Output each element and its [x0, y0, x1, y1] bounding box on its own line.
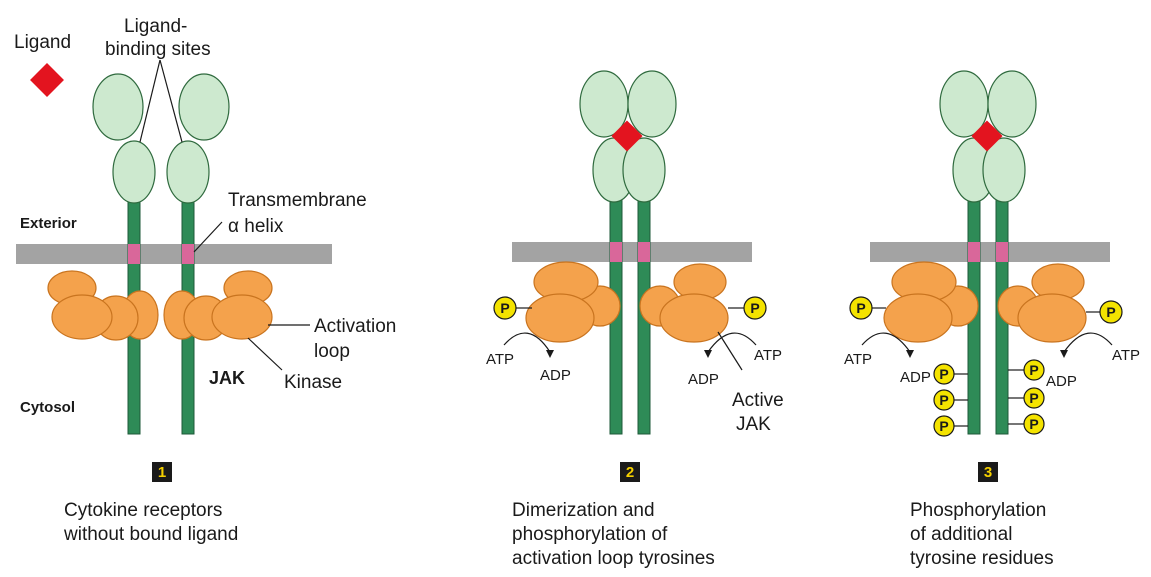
- caption-line: tyrosine residues: [910, 548, 1054, 569]
- adp-label: ADP: [900, 369, 931, 386]
- receptor-domain: [982, 137, 1026, 203]
- receptor-domain: [112, 140, 156, 204]
- caption-line: activation loop tyrosines: [512, 548, 715, 569]
- phosphate-group: [743, 296, 767, 320]
- phosphate-group: [1099, 300, 1123, 324]
- ligand-binding-domain: [627, 70, 677, 138]
- phosphate-label: P: [939, 392, 948, 408]
- cytosol-label: Cytosol: [20, 399, 75, 416]
- phosphate-group: [1023, 359, 1045, 381]
- phosphate-label: P: [939, 418, 948, 434]
- phosphate-label: P: [1029, 416, 1038, 432]
- phosphate-label: P: [750, 300, 759, 316]
- transmembrane-segment: [638, 242, 650, 262]
- atp-adp-arrow: [503, 332, 551, 353]
- jak-kinase: [47, 270, 159, 341]
- transmembrane-segment: [968, 242, 980, 262]
- caption-line: of additional: [910, 524, 1012, 545]
- panel-1: Ligand Ligand- binding sites Exterior Cy…: [14, 16, 396, 545]
- step-number: 2: [626, 464, 634, 481]
- phosphate-group: [493, 296, 517, 320]
- phosphate-group: [1023, 387, 1045, 409]
- caption-line: phosphorylation of: [512, 524, 668, 545]
- step-badge: [620, 462, 640, 482]
- jak-kinase: [997, 263, 1087, 343]
- jak-kinase: [163, 270, 273, 341]
- adp-label: ADP: [688, 371, 719, 388]
- caption-line: Dimerization and: [512, 500, 655, 521]
- transmembrane-segment: [182, 244, 194, 264]
- atp-label: ATP: [844, 351, 872, 368]
- phosphate-group: [933, 389, 955, 411]
- step-number: 1: [158, 464, 166, 481]
- adp-label: ADP: [1046, 373, 1077, 390]
- transmembrane-segment: [610, 242, 622, 262]
- ligand-label: Ligand: [14, 32, 71, 53]
- atp-adp-arrow: [861, 332, 911, 353]
- exterior-label: Exterior: [20, 215, 77, 232]
- activation-loop-label: loop: [314, 341, 350, 362]
- phosphate-group: [849, 296, 873, 320]
- phosphate-label: P: [856, 300, 865, 316]
- jak-kinase: [639, 263, 729, 343]
- binding-sites-label: binding sites: [105, 39, 211, 60]
- binding-sites-label: Ligand-: [124, 16, 187, 37]
- ligand-binding-domain: [178, 73, 230, 141]
- phosphate-label: P: [500, 300, 509, 316]
- step-badge: [978, 462, 998, 482]
- atp-adp-arrow: [707, 332, 757, 353]
- membrane: [870, 242, 1110, 262]
- phosphate-group: [933, 363, 955, 385]
- membrane: [512, 242, 752, 262]
- ligand-binding-domain: [987, 70, 1037, 138]
- receptor-domain: [622, 137, 666, 203]
- phosphate-label: P: [1029, 390, 1038, 406]
- caption-line: Cytokine receptors: [64, 500, 222, 521]
- phosphate-label: P: [939, 366, 948, 382]
- phosphate-group: [1023, 413, 1045, 435]
- atp-label: ATP: [754, 347, 782, 364]
- atp-label: ATP: [486, 351, 514, 368]
- phosphate-label: P: [1029, 362, 1038, 378]
- atp-adp-arrow: [1063, 332, 1113, 353]
- active-jak-label: Active: [732, 390, 784, 411]
- caption-line: Phosphorylation: [910, 500, 1046, 521]
- jak-kinase: [883, 261, 979, 343]
- transmembrane-segment: [996, 242, 1008, 262]
- panel-2: P P ATP ADP ADP ATP Active JAK 2 Dimeriz…: [486, 70, 784, 569]
- kinase-label: Kinase: [284, 372, 342, 393]
- transmembrane-label: Transmembrane: [228, 190, 367, 211]
- adp-label: ADP: [540, 367, 571, 384]
- activation-loop-label: Activation: [314, 316, 396, 337]
- phosphate-label: P: [1106, 304, 1115, 320]
- transmembrane-segment: [128, 244, 140, 264]
- panel-3: P P P P P P P P ATP ADP ADP ATP 3: [844, 70, 1140, 569]
- step-badge: [152, 462, 172, 482]
- receptor-domain: [166, 140, 210, 204]
- active-jak-label: JAK: [736, 414, 771, 435]
- step-number: 3: [984, 464, 992, 481]
- caption-line: without bound ligand: [63, 524, 238, 545]
- jak-kinase: [525, 261, 621, 343]
- transmembrane-label: α helix: [228, 216, 284, 237]
- membrane: [16, 244, 332, 264]
- free-ligand: [30, 63, 64, 97]
- phosphate-group: [933, 415, 955, 437]
- ligand-binding-domain: [92, 73, 144, 141]
- atp-label: ATP: [1112, 347, 1140, 364]
- jak-label: JAK: [209, 368, 245, 388]
